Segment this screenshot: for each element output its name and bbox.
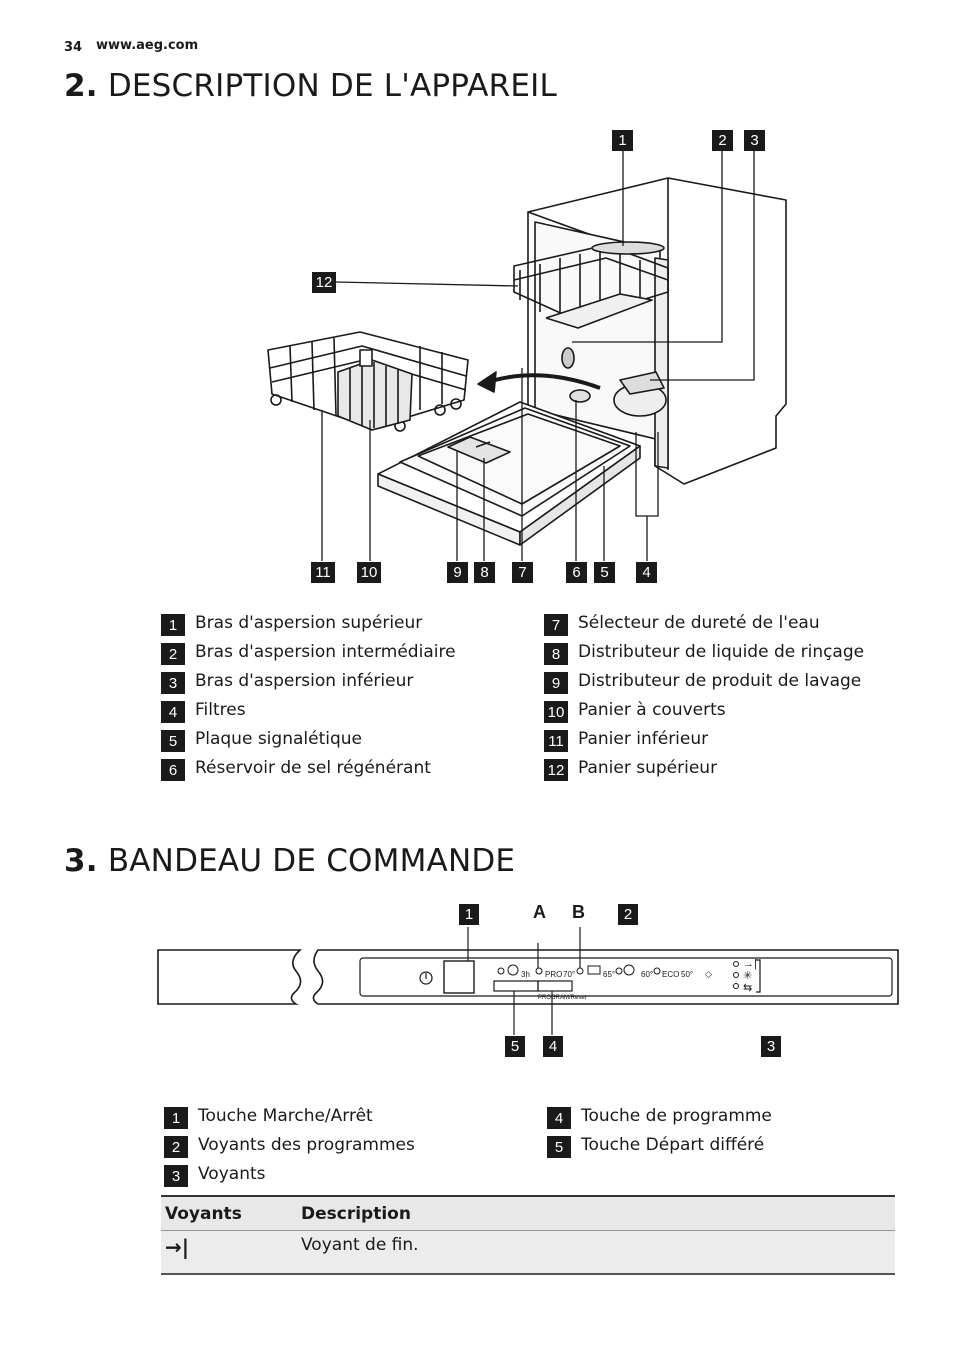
callout-10: 10 bbox=[357, 562, 381, 583]
section-2-number: 2. bbox=[64, 68, 98, 104]
panel-callout-2: 2 bbox=[618, 904, 638, 925]
callout-11: 11 bbox=[311, 562, 335, 583]
table-header: Description bbox=[297, 1195, 895, 1231]
section-2-title: DESCRIPTION DE L'APPAREIL bbox=[107, 68, 557, 104]
callout-7: 7 bbox=[512, 562, 533, 583]
callout-12: 12 bbox=[312, 272, 336, 293]
rinse-aid-icon: ✳ bbox=[743, 970, 752, 982]
panel-label-eco: ECO bbox=[662, 970, 679, 979]
panel-label-50: 50° bbox=[681, 970, 693, 979]
table-header: Voyants bbox=[161, 1195, 297, 1231]
section-3-title: BANDEAU DE COMMANDE bbox=[107, 843, 516, 879]
callout-6: 6 bbox=[566, 562, 587, 583]
panel-callout-5: 5 bbox=[505, 1036, 525, 1057]
table-row: →| Voyant de fin. bbox=[161, 1230, 895, 1275]
panel-label-3h: 3h bbox=[521, 970, 530, 979]
panel-callout-1: 1 bbox=[459, 904, 479, 925]
control-panel-diagram: 3h PRO 70° 65° 60° ECO 50° PROGRAM/Reset… bbox=[157, 927, 899, 1035]
section-3-number: 3. bbox=[64, 843, 98, 879]
panel-label-pro: PRO bbox=[545, 970, 562, 979]
dishwasher-diagram bbox=[267, 150, 787, 561]
callout-5: 5 bbox=[594, 562, 615, 583]
callout-8: 8 bbox=[474, 562, 495, 583]
salt-icon: ⇆ bbox=[743, 982, 752, 994]
table-cell: Voyant de fin. bbox=[297, 1230, 895, 1275]
section-2-heading: 2. DESCRIPTION DE L'APPAREIL bbox=[64, 68, 557, 104]
callout-2: 2 bbox=[712, 130, 733, 151]
panel-callout-4: 4 bbox=[543, 1036, 563, 1057]
panel-callout-a: A bbox=[533, 902, 546, 922]
callout-9: 9 bbox=[447, 562, 468, 583]
panel-label-65: 65° bbox=[603, 970, 615, 979]
panel-label-program-reset: PROGRAM/Reset bbox=[538, 995, 587, 1001]
callout-3: 3 bbox=[744, 130, 765, 151]
panel-callout-3: 3 bbox=[761, 1036, 781, 1057]
panel-label-60: 60° bbox=[641, 970, 653, 979]
callout-1: 1 bbox=[612, 130, 633, 151]
end-icon: →| bbox=[743, 958, 757, 970]
table-header-row: Voyants Description bbox=[161, 1195, 895, 1231]
section-3-heading: 3. BANDEAU DE COMMANDE bbox=[64, 843, 515, 879]
callout-4: 4 bbox=[636, 562, 657, 583]
end-icon: →| bbox=[161, 1230, 297, 1275]
page-number: 34 bbox=[64, 40, 83, 55]
panel-callout-b: B bbox=[572, 902, 585, 922]
glass-icon: ◇ bbox=[705, 969, 712, 979]
panel-label-70: 70° bbox=[563, 970, 575, 979]
voyants-table: Voyants Description →| Voyant de fin. bbox=[161, 1195, 895, 1275]
header-url: www.aeg.com bbox=[96, 38, 199, 53]
